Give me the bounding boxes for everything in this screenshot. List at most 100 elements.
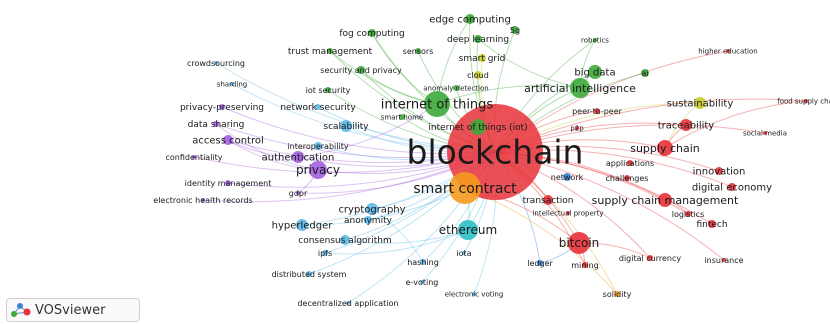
label-challenges[interactable]: challenges [606, 174, 649, 183]
label-artificial-intelligence[interactable]: artificial intelligence [524, 82, 636, 95]
node-applications[interactable] [627, 160, 633, 166]
node-electronic-voting[interactable] [472, 292, 476, 296]
node-solidity[interactable] [614, 291, 620, 297]
node-higher-education[interactable] [726, 49, 730, 53]
label-access-control[interactable]: access control [192, 136, 264, 147]
node-cryptography[interactable] [366, 203, 378, 215]
label-electronic-voting[interactable]: electronic voting [445, 290, 504, 298]
node-insurance[interactable] [722, 258, 726, 262]
vosviewer-badge[interactable]: VOSviewer [6, 298, 140, 322]
label-supply-chain[interactable]: supply chain [630, 142, 700, 155]
node-supply-chain-management[interactable] [658, 193, 672, 207]
label-decentralized-application[interactable]: decentralized application [297, 299, 398, 308]
node-distributed-system[interactable] [306, 271, 312, 277]
node-internet-of-things-iot[interactable] [470, 119, 486, 135]
label-e-voting[interactable]: e-voting [406, 278, 439, 287]
label-sharding[interactable]: sharding [217, 80, 247, 88]
node-confidentiality[interactable] [192, 155, 196, 159]
label-crowdsourcing[interactable]: crowdsourcing [187, 59, 245, 68]
label-digital-economy[interactable]: digital economy [692, 183, 772, 194]
node-authentication[interactable] [292, 151, 304, 163]
node-social-media[interactable] [763, 131, 767, 135]
label-sensors[interactable]: sensors [403, 47, 434, 56]
label-mining[interactable]: mining [571, 261, 598, 270]
label-robotics[interactable]: robotics [581, 36, 609, 44]
label-gdpr[interactable]: gdpr [289, 189, 308, 198]
label-cryptography[interactable]: cryptography [338, 205, 405, 216]
node-smart-contract[interactable] [449, 172, 481, 204]
node-electronic-health-records[interactable] [201, 198, 205, 202]
label-anomaly-detection[interactable]: anomaly detection [423, 84, 489, 92]
label-fintech[interactable]: fintech [696, 220, 727, 230]
label-fog-computing[interactable]: fog computing [339, 29, 404, 39]
node-access-control[interactable] [223, 135, 233, 145]
node-ledger[interactable] [537, 260, 543, 266]
label-ipfs[interactable]: ipfs [318, 249, 332, 258]
label-ethereum[interactable]: ethereum [439, 223, 497, 237]
label-scalability[interactable]: scalability [323, 122, 369, 132]
node-ipfs[interactable] [322, 250, 328, 256]
label-applications[interactable]: applications [606, 159, 654, 168]
node-edge-computing[interactable] [465, 14, 475, 24]
node-sensors[interactable] [415, 48, 421, 54]
node-iota[interactable] [462, 251, 466, 255]
label-privacy-preserving[interactable]: privacy-preserving [180, 103, 264, 113]
label-5g[interactable]: 5g [510, 26, 520, 35]
node-big-data[interactable] [588, 65, 602, 79]
node-anonymity[interactable] [364, 216, 372, 224]
node-consensus-algorithm[interactable] [340, 235, 350, 245]
node-digital-economy[interactable] [728, 183, 736, 191]
label-hyperledger[interactable]: hyperledger [272, 221, 334, 232]
node-interoperability[interactable] [314, 142, 322, 150]
label-social-media[interactable]: social media [743, 129, 787, 137]
label-data-sharing[interactable]: data sharing [188, 120, 245, 130]
node-sharding[interactable] [230, 82, 234, 86]
label-transaction[interactable]: transaction [523, 196, 574, 206]
label-ledger[interactable]: ledger [527, 259, 553, 268]
label-cloud[interactable]: cloud [467, 71, 489, 80]
label-solidity[interactable]: solidity [603, 290, 632, 299]
label-security-and-privacy[interactable]: security and privacy [320, 66, 402, 75]
node-smart-home[interactable] [399, 114, 405, 120]
label-anonymity[interactable]: anonymity [344, 216, 393, 226]
node-logistics[interactable] [685, 211, 691, 217]
label-interoperability[interactable]: interoperability [287, 142, 348, 151]
node-cloud[interactable] [474, 71, 482, 79]
label-confidentiality[interactable]: confidentiality [165, 153, 222, 162]
node-ethereum[interactable] [458, 220, 478, 240]
label-peer-to-peer[interactable]: peer-to-peer [572, 107, 623, 116]
node-privacy-preserving[interactable] [219, 104, 225, 110]
label-smart-home[interactable]: smart home [381, 113, 423, 121]
node-fintech[interactable] [708, 220, 716, 228]
node-traceability[interactable] [680, 119, 692, 131]
label-innovation[interactable]: innovation [693, 167, 746, 178]
node-identity-management[interactable] [225, 180, 231, 186]
label-network-security[interactable]: network security [280, 103, 356, 113]
label-identity-management[interactable]: identity management [185, 179, 272, 188]
label-ai[interactable]: ai [641, 69, 648, 78]
node-privacy[interactable] [309, 161, 327, 179]
node-data-sharing[interactable] [213, 121, 219, 127]
label-traceability[interactable]: traceability [658, 121, 715, 132]
node-security-and-privacy[interactable] [357, 66, 365, 74]
label-trust-management[interactable]: trust management [288, 47, 373, 57]
label-deep-learning[interactable]: deep learning [447, 35, 509, 45]
node-decentralized-application[interactable] [346, 301, 350, 305]
node-network-security[interactable] [315, 104, 321, 110]
label-food-supply-chain[interactable]: food supply chai [777, 97, 830, 105]
label-electronic-health-records[interactable]: electronic health records [153, 196, 252, 205]
node-sustainability[interactable] [694, 97, 706, 109]
node-p2p[interactable] [575, 126, 579, 130]
label-hashing[interactable]: hashing [407, 258, 439, 267]
node-robotics[interactable] [593, 38, 597, 42]
node-ai[interactable] [641, 69, 649, 77]
label-supply-chain-management[interactable]: supply chain management [592, 194, 739, 207]
node-5g[interactable] [511, 26, 519, 34]
node-food-supply-chain[interactable] [804, 99, 808, 103]
node-e-voting[interactable] [420, 280, 424, 284]
label-sustainability[interactable]: sustainability [667, 99, 734, 110]
label-network[interactable]: network [551, 173, 584, 182]
label-digital-currency[interactable]: digital currency [619, 254, 682, 263]
